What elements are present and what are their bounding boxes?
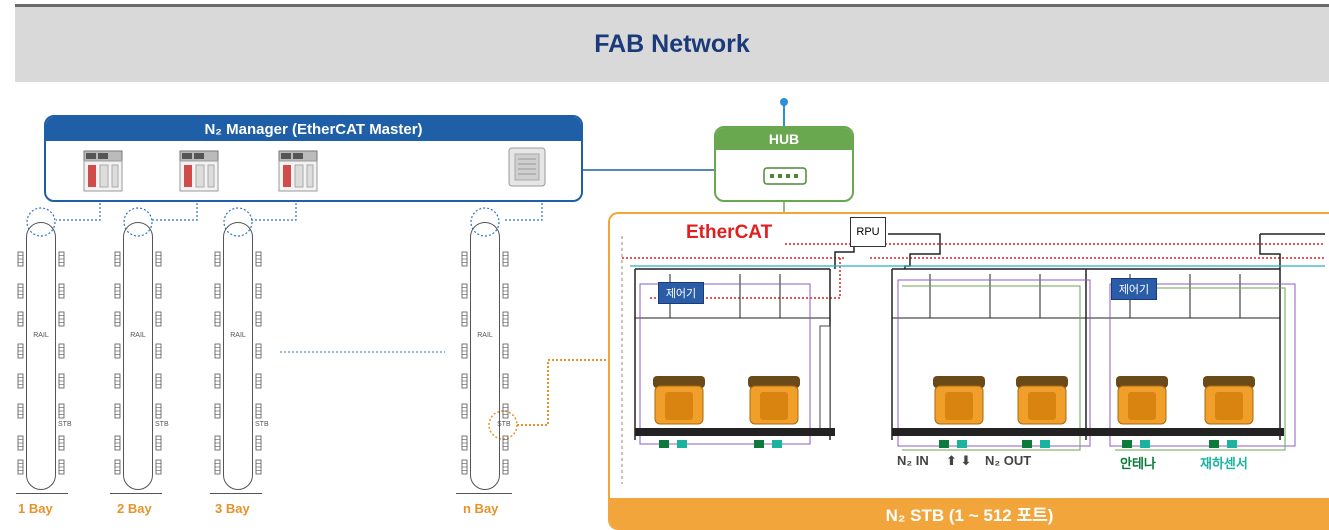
n2-in-label: N₂ IN [897,453,929,468]
rail-label: RAIL [33,332,49,339]
bay-underline [210,493,262,494]
stb-label: STB [155,421,169,428]
bay-label-2: 2 Bay [117,501,152,516]
rail-bay-2 [123,222,153,490]
uplink-node-icon [780,98,788,106]
stb-label: STB [255,421,269,428]
n2-manager-box: N₂ Manager (EtherCAT Master) [44,115,583,202]
rail-bay-1 [26,222,56,490]
ethercat-module-icon [508,147,546,187]
stb-label: STB [497,421,511,428]
bay-label-3: 3 Bay [215,501,250,516]
rpu-box: RPU [850,217,886,247]
flow-arrows-icon: ⬆ ⬇ [946,453,972,468]
ethercat-master-device-icon [83,150,123,192]
rail-label: RAIL [477,332,493,339]
hub-title: HUB [716,128,852,150]
foup-icon [653,376,705,448]
foup-icon [933,376,985,448]
load-sensor-label: 재하센서 [1200,456,1248,471]
rail-label: RAIL [130,332,146,339]
stb-label: STB [58,421,72,428]
foup-icon [1016,376,1068,448]
bay-underline [16,493,68,494]
bay-underline [110,493,162,494]
hub-box: HUB [714,126,854,202]
header-top-line [15,4,1329,7]
rail-bay-3 [223,222,253,490]
n2-manager-title: N₂ Manager (EtherCAT Master) [46,117,581,141]
ethercat-master-device-icon [179,150,219,192]
rail-bay-n [470,222,500,490]
ethercat-label: EtherCAT [686,222,773,243]
foup-icon [748,376,800,448]
controller-box-2: 제어기 [1111,278,1157,300]
foup-icon [1203,376,1255,448]
ethercat-master-device-icon [278,150,318,192]
n2-out-label: N₂ OUT [985,453,1032,468]
page-title: FAB Network [594,30,750,58]
stocker-shelves [17,251,509,475]
bay-underline [456,493,512,494]
foup-icon [1116,376,1168,448]
antenna-label: 안테나 [1120,456,1156,471]
rail-label: RAIL [230,332,246,339]
network-switch-icon [763,167,807,185]
bay-label-1: 1 Bay [18,501,53,516]
controller-box-1: 제어기 [658,282,704,304]
n2-stb-footer: N₂ STB (1 ~ 512 포트) [610,498,1329,528]
header-bar: FAB Network [15,7,1329,82]
bay-label-n: n Bay [463,501,499,516]
